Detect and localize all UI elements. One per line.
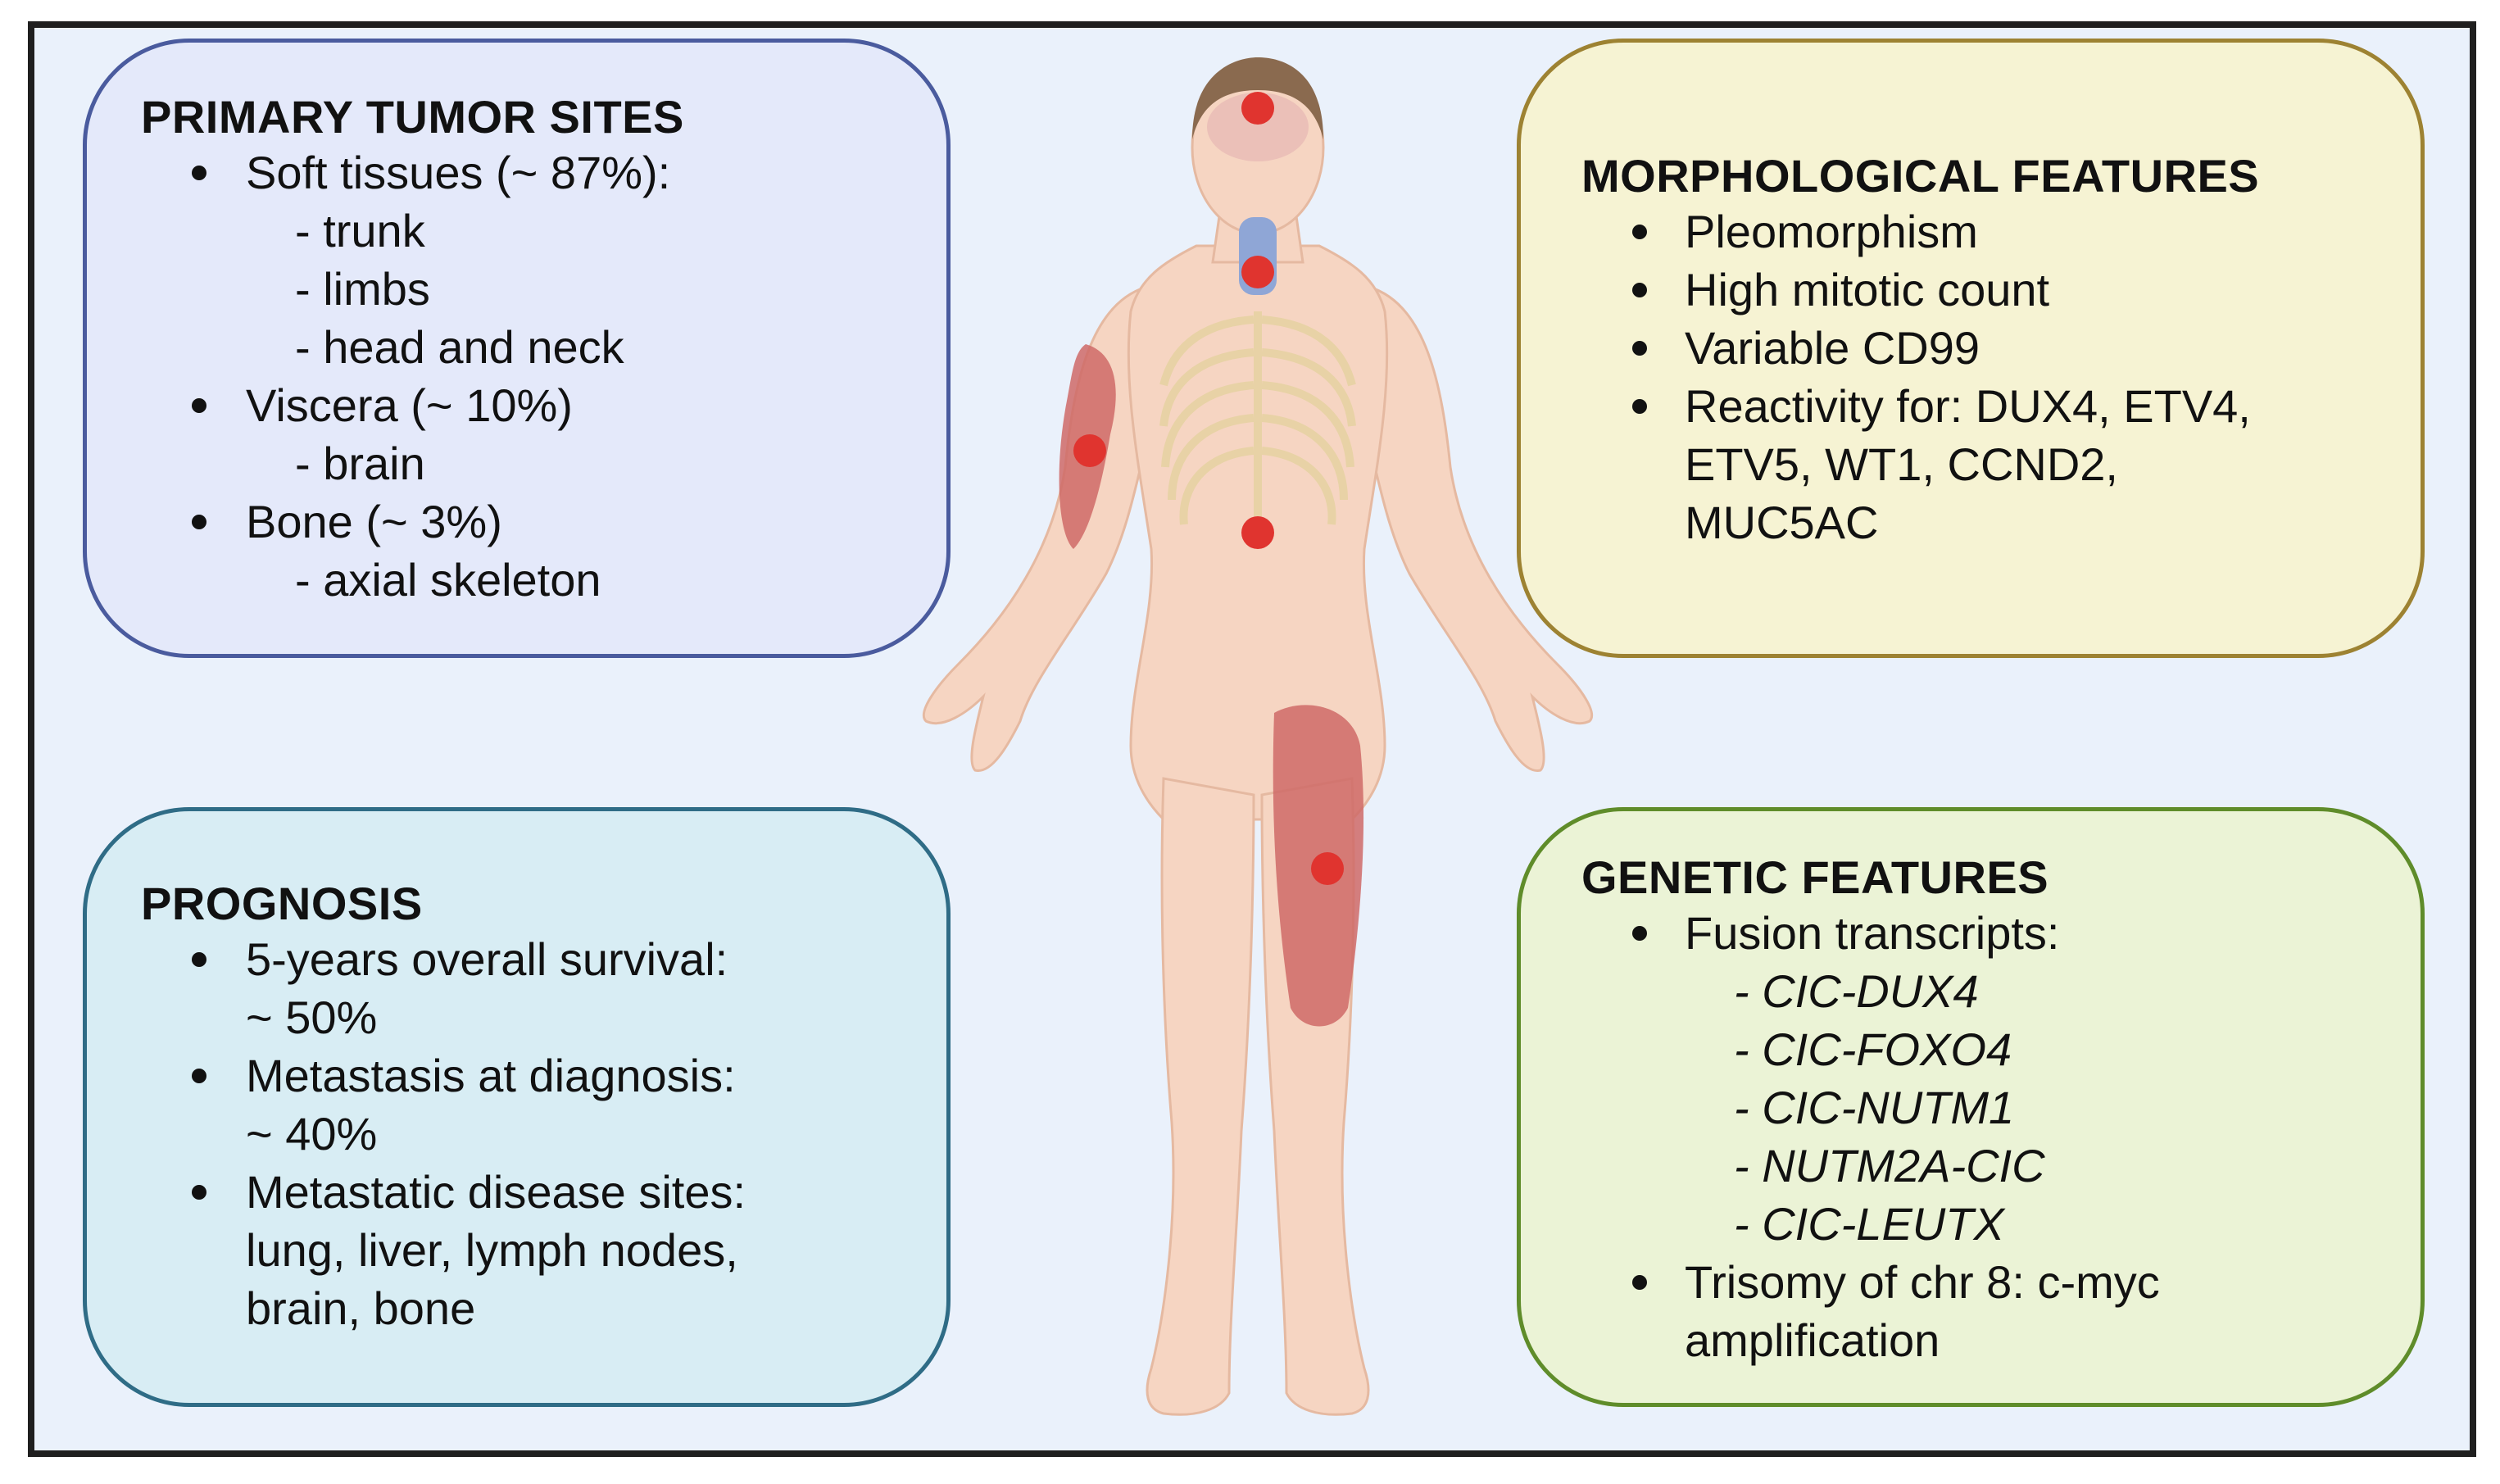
morphological-features-card: MORPHOLOGICAL FEATURES Pleomorphism High… <box>1517 39 2425 658</box>
sites-value: lung, liver, lymph nodes, <box>246 1224 738 1276</box>
genetic-list: Fusion transcripts: - CIC-DUX4 - CIC-FOX… <box>1581 904 2421 1369</box>
list-item: Fusion transcripts: - CIC-DUX4 - CIC-FOX… <box>1581 904 2421 1253</box>
sub-item: - head and neck <box>295 321 624 373</box>
reactivity-line: MUC5AC <box>1685 497 1879 548</box>
list-item: High mitotic count <box>1581 261 2421 319</box>
morph-list: Pleomorphism High mitotic count Variable… <box>1581 202 2421 551</box>
metastasis-value: ~ 40% <box>246 1108 378 1160</box>
prognosis-title: PROGNOSIS <box>141 878 423 929</box>
bullet-icon <box>1632 1275 1647 1290</box>
sites-label: Metastatic disease sites: <box>246 1166 746 1218</box>
bullet-icon <box>192 1185 206 1200</box>
brain-organ <box>1207 93 1309 161</box>
list-item: Metastatic disease sites: lung, liver, l… <box>141 1163 946 1337</box>
reactivity-line: Reactivity for: DUX4, ETV4, <box>1685 380 2251 432</box>
soft-tissues-label: Soft tissues (~ 87%): <box>246 147 671 198</box>
tumor-neck <box>1241 256 1274 288</box>
fusion-item: - CIC-FOXO4 <box>1734 1023 2012 1075</box>
bullet-icon <box>1632 341 1647 356</box>
tumor-thigh <box>1311 852 1344 885</box>
tumor-brain <box>1241 92 1274 125</box>
trisomy-value: amplification <box>1685 1314 1940 1366</box>
sites-value: brain, bone <box>246 1282 476 1334</box>
list-item: Metastasis at diagnosis: ~ 40% <box>141 1046 946 1163</box>
morph-item: Variable CD99 <box>1685 322 1980 374</box>
tumor-abdomen <box>1241 516 1274 549</box>
bullet-icon <box>1632 225 1647 239</box>
genetic-features-card: GENETIC FEATURES Fusion transcripts: - C… <box>1517 807 2425 1407</box>
fusion-item: - CIC-NUTM1 <box>1734 1082 2015 1133</box>
bullet-icon <box>1632 283 1647 297</box>
list-item: Bone (~ 3%) - axial skeleton <box>141 492 946 609</box>
primary-tumor-sites-card: PRIMARY TUMOR SITES Soft tissues (~ 87%)… <box>83 39 951 658</box>
bullet-icon <box>192 1069 206 1083</box>
list-item: Viscera (~ 10%) - brain <box>141 376 946 492</box>
viscera-label: Viscera (~ 10%) <box>246 379 573 431</box>
list-item: Trisomy of chr 8: c-myc amplification <box>1581 1253 2421 1369</box>
fusion-item: - NUTM2A-CIC <box>1734 1140 2045 1191</box>
survival-label: 5-years overall survival: <box>246 933 728 985</box>
list-item: Pleomorphism <box>1581 202 2421 261</box>
morph-item: High mitotic count <box>1685 264 2050 315</box>
morph-title: MORPHOLOGICAL FEATURES <box>1581 150 2260 202</box>
prognosis-list: 5-years overall survival: ~ 50% Metastas… <box>141 930 946 1337</box>
reactivity-line: ETV5, WT1, CCND2, <box>1685 438 2118 490</box>
list-item: Reactivity for: DUX4, ETV4, ETV5, WT1, C… <box>1581 377 2421 551</box>
bullet-icon <box>192 398 206 413</box>
trisomy-label: Trisomy of chr 8: c-myc <box>1685 1256 2160 1308</box>
metastasis-label: Metastasis at diagnosis: <box>246 1050 736 1101</box>
fusion-item: - CIC-LEUTX <box>1734 1198 2004 1250</box>
list-item: Soft tissues (~ 87%): - trunk - limbs - … <box>141 143 946 376</box>
primary-title: PRIMARY TUMOR SITES <box>141 91 684 143</box>
bullet-icon <box>1632 926 1647 941</box>
fusion-item: - CIC-DUX4 <box>1734 965 1979 1017</box>
survival-value: ~ 50% <box>246 992 378 1043</box>
sub-item: - trunk <box>295 205 425 256</box>
bullet-icon <box>192 166 206 180</box>
bullet-icon <box>192 515 206 529</box>
sub-item: - brain <box>295 438 425 489</box>
morph-item: Pleomorphism <box>1685 206 1978 257</box>
list-item: 5-years overall survival: ~ 50% <box>141 930 946 1046</box>
human-body-illustration <box>922 57 1594 1416</box>
tumor-markers <box>1073 92 1344 885</box>
sub-item: - axial skeleton <box>295 554 601 606</box>
list-item: Variable CD99 <box>1581 319 2421 377</box>
primary-list: Soft tissues (~ 87%): - trunk - limbs - … <box>141 143 946 609</box>
sub-item: - limbs <box>295 263 430 315</box>
bullet-icon <box>192 952 206 967</box>
ribcage <box>1159 311 1356 525</box>
bullet-icon <box>1632 399 1647 414</box>
tumor-arm <box>1073 434 1106 467</box>
hair <box>1192 57 1323 139</box>
prognosis-card: PROGNOSIS 5-years overall survival: ~ 50… <box>83 807 951 1407</box>
fusion-label: Fusion transcripts: <box>1685 907 2060 959</box>
genetic-title: GENETIC FEATURES <box>1581 851 2049 903</box>
bone-label: Bone (~ 3%) <box>246 496 502 547</box>
